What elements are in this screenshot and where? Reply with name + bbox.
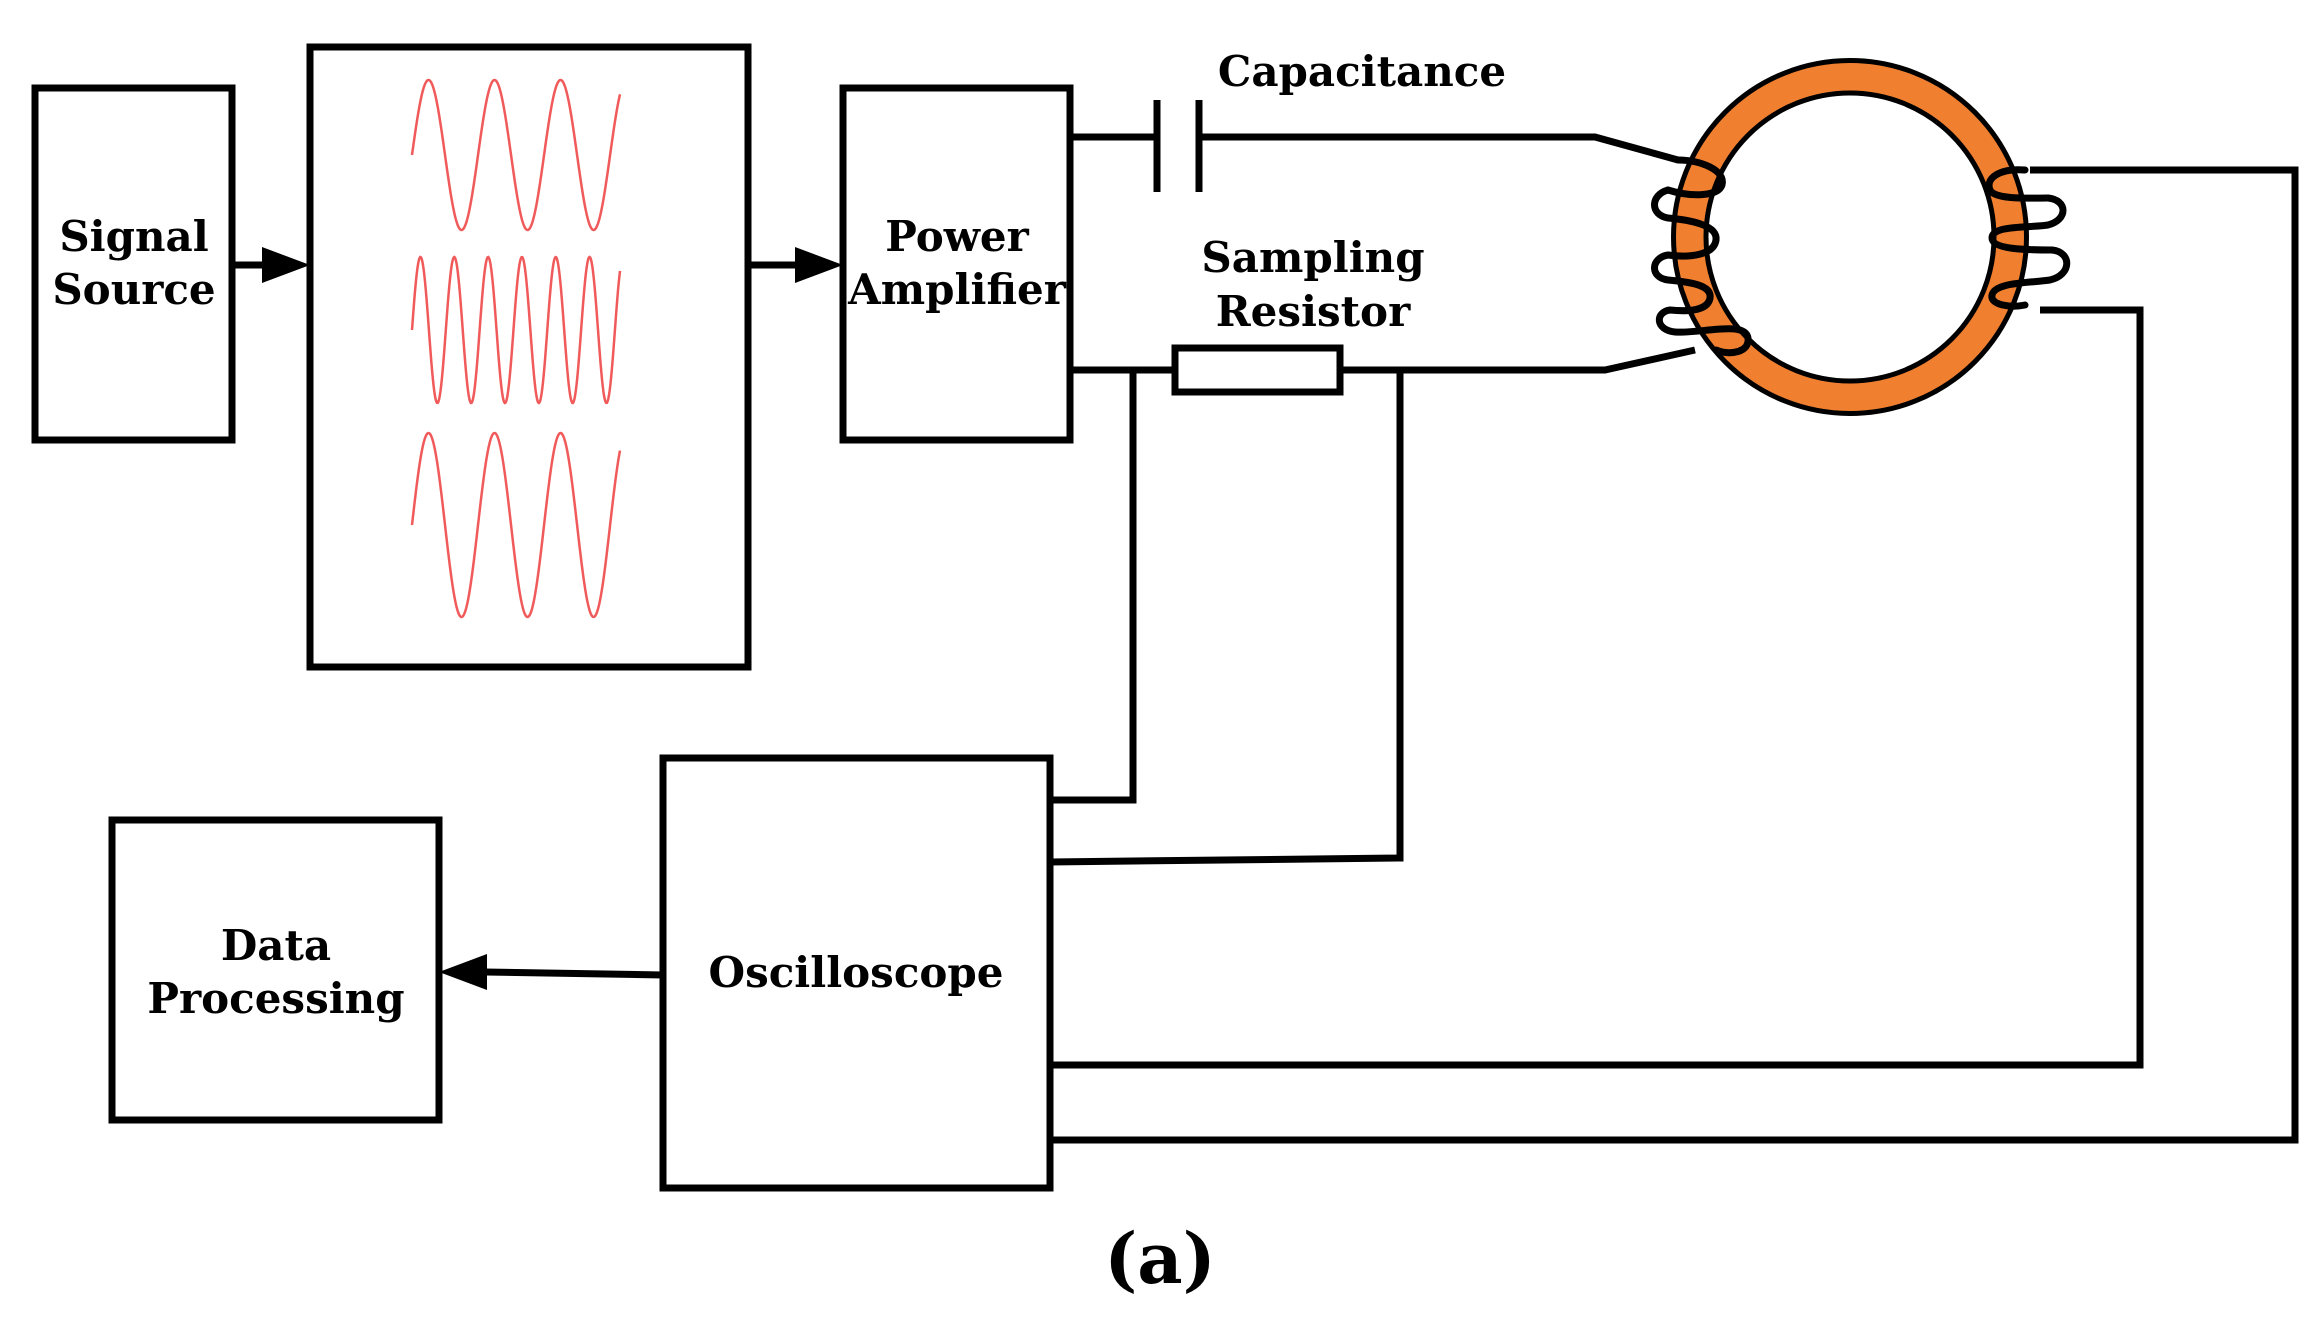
figure-caption: (a) — [1104, 1217, 1216, 1300]
primary-winding — [1651, 156, 1752, 357]
capacitance-label: Capacitance — [1218, 47, 1506, 96]
arrow-source-to-waveforms — [232, 247, 310, 283]
oscilloscope-label: Oscilloscope — [708, 948, 1003, 997]
sampling-resistor-label-line1: Sampling — [1201, 233, 1424, 282]
data-processing-label-line2: Processing — [147, 974, 404, 1023]
sampling-resistor — [1171, 344, 1344, 396]
secondary-winding — [1985, 166, 2071, 310]
arrow-waveforms-to-amplifier — [748, 247, 843, 283]
data-processing-block: Data Processing — [108, 816, 443, 1124]
waveform-panel — [306, 43, 752, 671]
probe-wire-resistor-right — [1049, 370, 1404, 866]
signal-source-block: Signal Source — [31, 84, 236, 444]
waveform-high-amplitude — [410, 431, 622, 619]
sampling-resistor-label-line2: Resistor — [1216, 287, 1411, 336]
power-amplifier-label-line1: Power — [885, 212, 1029, 261]
oscilloscope-block: Oscilloscope — [659, 754, 1054, 1192]
power-amplifier-block: Power Amplifier — [839, 84, 1074, 444]
capacitor-branch: Capacitance — [1070, 47, 1679, 192]
probe-wire-resistor-left — [1050, 370, 1137, 804]
power-amplifier-label-line2: Amplifier — [847, 265, 1067, 314]
secondary-winding-upper-lead — [1050, 166, 2299, 1144]
waveform-high-frequency — [410, 255, 622, 405]
signal-source-label-line2: Source — [52, 265, 215, 314]
signal-source-label-line1: Signal — [59, 212, 208, 261]
measurement-wires — [1049, 166, 2299, 1144]
waveform-low-frequency — [410, 78, 622, 232]
ring-core — [1651, 58, 2071, 416]
secondary-winding-lower-lead — [1050, 306, 2144, 1069]
sampling-resistor-branch: Sampling Resistor — [1070, 233, 1696, 396]
arrow-oscilloscope-to-data-processing — [439, 954, 664, 990]
data-processing-label-line1: Data — [221, 921, 331, 970]
